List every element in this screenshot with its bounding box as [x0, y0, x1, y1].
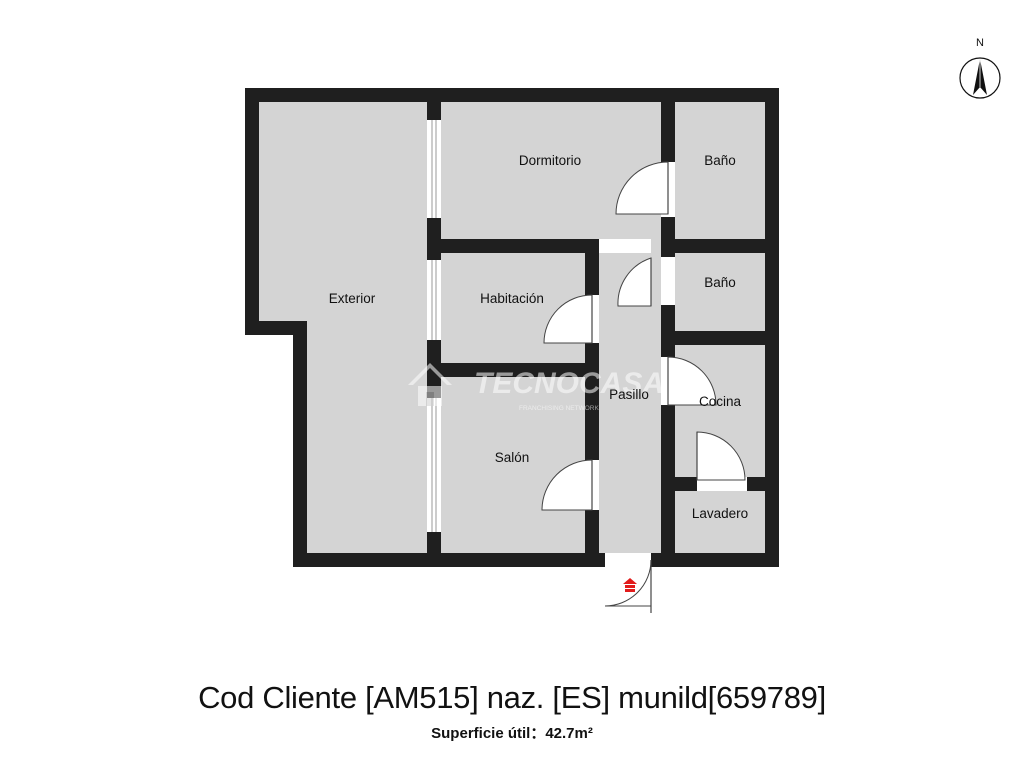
window-salon — [427, 398, 441, 532]
door-lavadero — [696, 431, 747, 491]
plan-surface: Superficie útil：42.7m² — [431, 725, 593, 742]
label-habitacion: Habitación — [480, 291, 544, 306]
door-pasillo-top — [599, 239, 651, 253]
label-pasillo: Pasillo — [609, 387, 649, 402]
room-dormitorio — [441, 102, 661, 239]
label-dormitorio: Dormitorio — [519, 153, 581, 168]
tecnocasa-watermark: TECNOCASA FRANCHISING NETWORK — [408, 363, 664, 412]
door-dormitorio — [615, 161, 675, 217]
entrance-marker-icon — [623, 578, 637, 592]
room-salon — [441, 377, 585, 553]
room-bano-1 — [675, 102, 765, 239]
entrance-door — [604, 553, 652, 613]
tecnocasa-logo-icon — [408, 363, 452, 406]
room-exterior — [259, 102, 427, 553]
north-compass: N — [959, 37, 1001, 99]
door-salon — [541, 459, 599, 511]
label-bano-1: Baño — [704, 153, 736, 168]
label-cocina: Cocina — [699, 394, 742, 409]
watermark-brand: TECNOCASA — [474, 367, 664, 400]
plan-title: Cod Cliente [AM515] naz. [ES] munild[659… — [198, 680, 826, 715]
label-lavadero: Lavadero — [692, 506, 748, 521]
room-bano-2 — [675, 253, 765, 331]
window-dormitorio — [427, 120, 441, 218]
label-bano-2: Baño — [704, 275, 736, 290]
compass-north-label: N — [976, 37, 984, 49]
window-habitacion — [427, 260, 441, 340]
door-habitacion — [543, 294, 599, 344]
label-salon: Salón — [495, 450, 530, 465]
label-exterior: Exterior — [329, 291, 376, 306]
door-bano-2 — [617, 257, 675, 307]
door-cocina — [661, 356, 717, 406]
watermark-tagline: FRANCHISING NETWORK — [519, 405, 599, 412]
room-lavadero — [675, 491, 765, 553]
